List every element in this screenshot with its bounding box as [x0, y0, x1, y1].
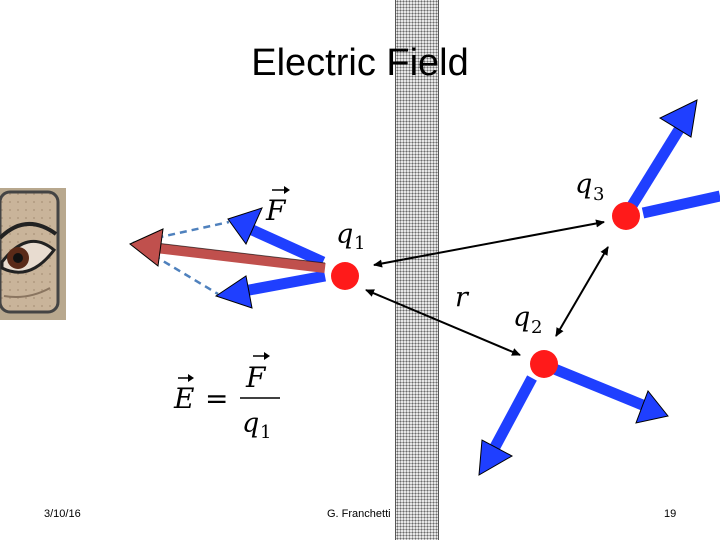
svg-text:q: q: [575, 169, 592, 200]
distance-arrow-q2-q3: [555, 246, 609, 337]
formula-denominator-sub: 1: [260, 422, 271, 443]
charge-q3: [612, 202, 640, 230]
svg-text:F: F: [265, 194, 287, 227]
svg-text:1: 1: [354, 233, 365, 254]
label-q2: q 2: [513, 302, 542, 338]
footer-page-number: 19: [664, 508, 677, 520]
field-arrow-q3-right: [641, 190, 720, 219]
force-arrow-lower: [214, 270, 327, 309]
formula-lhs: E: [173, 382, 194, 415]
label-distance: r: [455, 282, 470, 313]
field-formula: E = F q 1: [173, 352, 280, 443]
field-arrow-q2-downleft: [478, 375, 537, 476]
field-arrow-q2-downright: [549, 362, 669, 424]
resultant-force-arrow: [129, 228, 326, 273]
slide-title: Electric Field: [251, 42, 469, 84]
charge-q1: [331, 262, 359, 290]
formula-equals: =: [205, 382, 228, 415]
footer-author: G. Franchetti: [327, 508, 391, 520]
dotted-overlay-strip: [395, 0, 439, 540]
svg-text:q: q: [513, 302, 530, 333]
force-arrow-upper: [227, 207, 326, 268]
formula-numerator: F: [245, 361, 267, 394]
svg-text:2: 2: [531, 317, 542, 338]
distance-arrow-q1-q2: [365, 289, 521, 356]
svg-text:3: 3: [593, 184, 604, 205]
eye-photo: [0, 188, 66, 320]
footer-date: 3/10/16: [44, 508, 81, 520]
formula-denominator: q: [242, 408, 259, 439]
label-q3: q 3: [575, 169, 604, 205]
distance-arrow-q1-q3: [373, 219, 605, 268]
charge-q2: [530, 350, 558, 378]
field-arrow-q3-up: [623, 99, 698, 215]
svg-text:q: q: [336, 219, 353, 250]
label-force: F: [265, 186, 290, 227]
label-q1: q 1: [336, 219, 365, 254]
